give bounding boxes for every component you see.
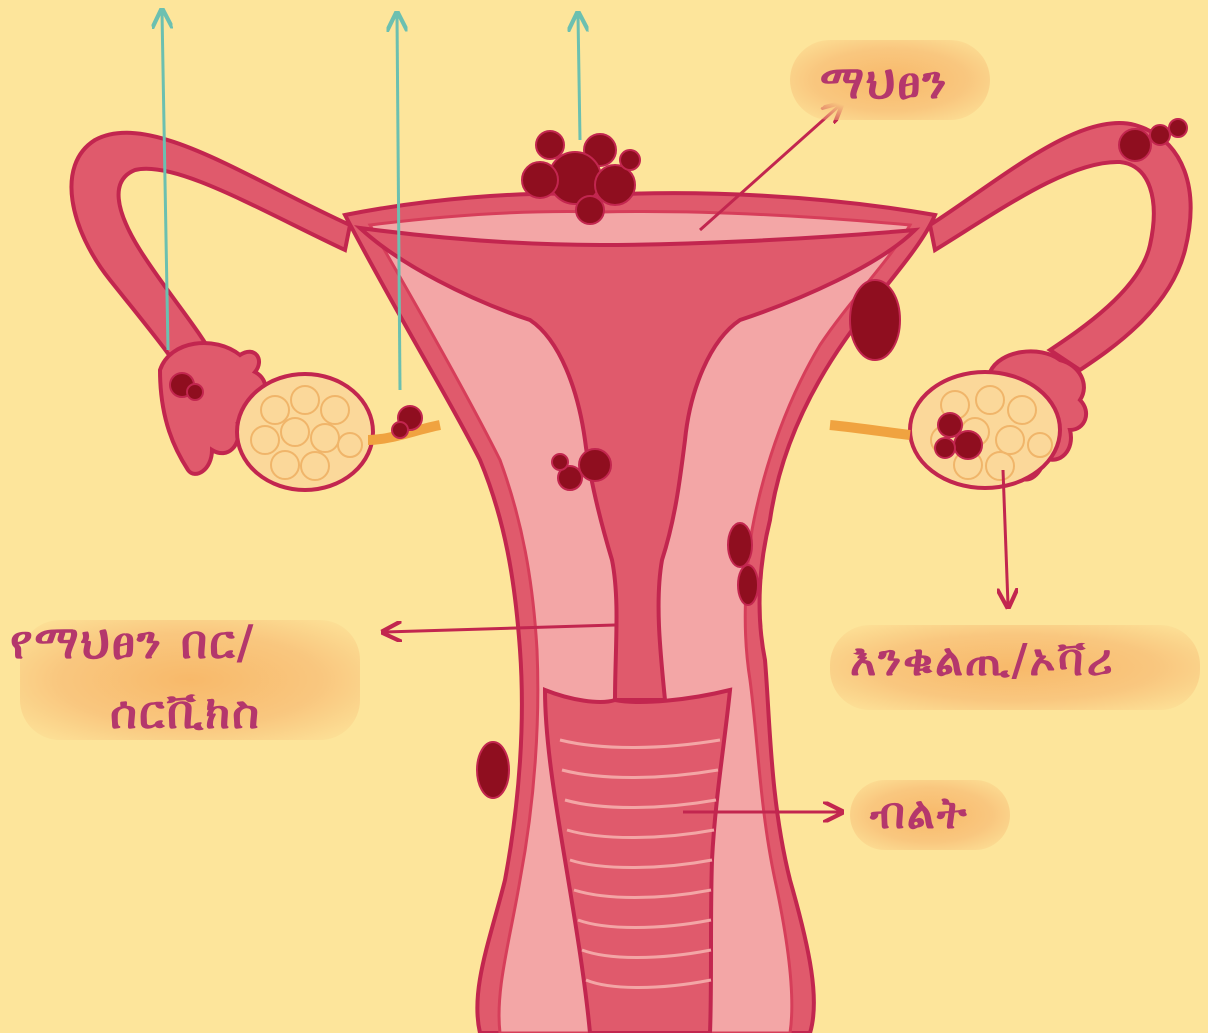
teal-arrow-middle	[397, 15, 400, 390]
right-ovary	[910, 372, 1060, 488]
right-ovarian-ligament	[830, 425, 910, 435]
right-fallopian-tube	[930, 123, 1191, 370]
vagina-label: ብልት	[870, 788, 969, 839]
ovary-label: እንቁልጢ/ኦቫሪ	[850, 635, 1115, 686]
uterus-label: ማህፀን	[820, 55, 948, 111]
ovary-pointer-arrow	[1003, 470, 1008, 605]
cervix-label-line1: የማህፀን በር/	[10, 615, 255, 671]
left-ovary	[237, 374, 373, 490]
teal-arrow-right	[578, 15, 580, 140]
cervix-label-line2: ሰርቪክስ	[110, 685, 261, 741]
